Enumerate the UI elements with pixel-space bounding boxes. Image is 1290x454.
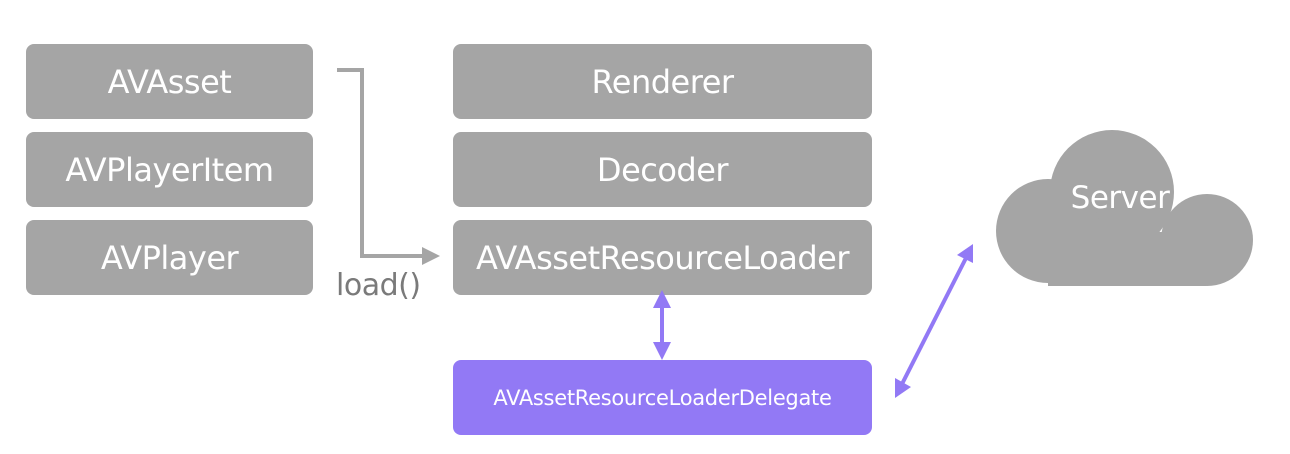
delegate-server-arrowhead-lower xyxy=(895,378,911,398)
loader-delegate-arrowhead-up xyxy=(653,290,671,308)
delegate-server-arrowhead-upper xyxy=(957,244,973,263)
avasset-box: AVAsset xyxy=(26,44,313,119)
avplayeritem-box: AVPlayerItem xyxy=(26,132,313,207)
server-label: Server xyxy=(1070,180,1170,216)
load-label: load() xyxy=(336,268,421,303)
avplayer-box: AVPlayer xyxy=(26,220,313,295)
resource-loader-delegate-box: AVAssetResourceLoaderDelegate xyxy=(453,360,872,435)
resource-loader-box: AVAssetResourceLoader xyxy=(453,220,872,295)
loader-delegate-arrowhead-down xyxy=(653,342,671,360)
delegate-server-arrow xyxy=(900,257,968,385)
server-cloud-icon xyxy=(996,130,1253,286)
decoder-box: Decoder xyxy=(453,132,872,207)
load-connector-arrow xyxy=(337,68,424,258)
renderer-box: Renderer xyxy=(453,44,872,119)
load-arrowhead xyxy=(422,247,440,265)
